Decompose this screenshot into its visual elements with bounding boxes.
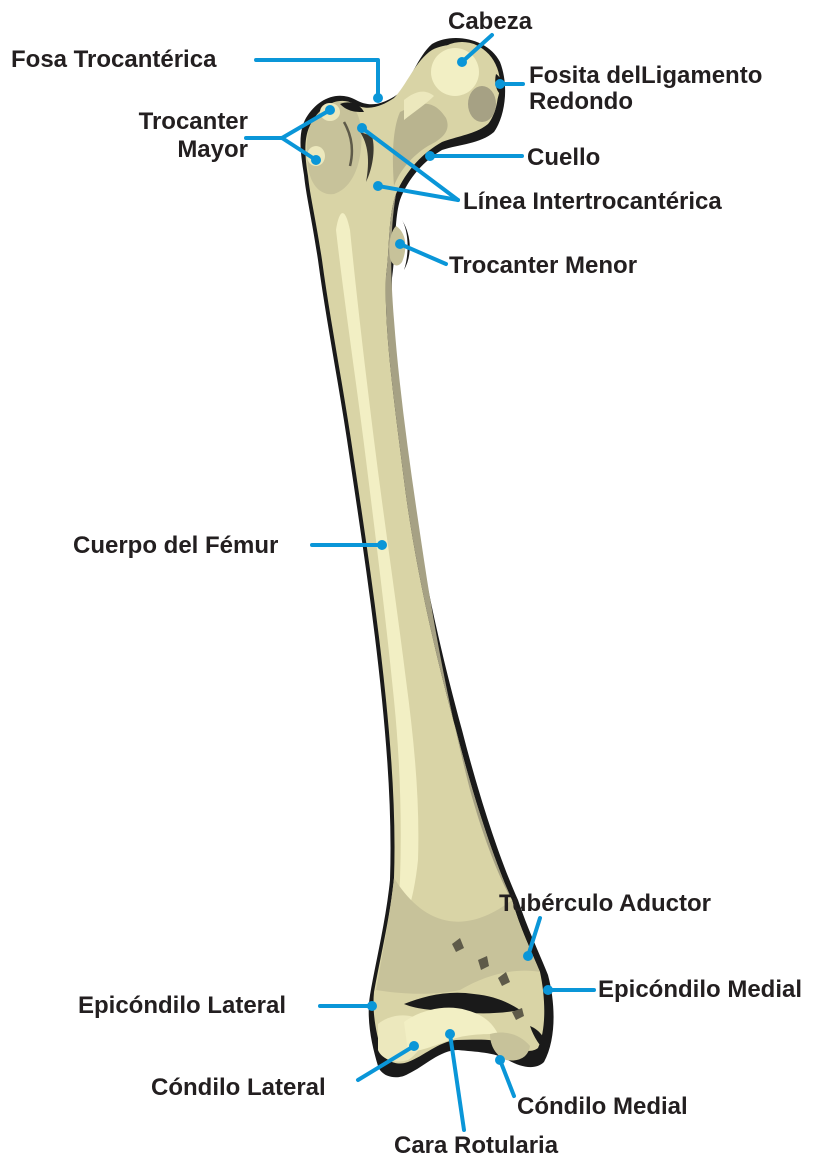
leader-condilo-medial bbox=[500, 1060, 514, 1096]
label-trocanter-menor: Trocanter Menor bbox=[449, 252, 637, 279]
label-linea-intertrocanterica: Línea Intertrocantérica bbox=[463, 188, 722, 215]
label-condilo-medial: Cóndilo Medial bbox=[517, 1093, 688, 1120]
label-epicondilo-medial: Epicóndilo Medial bbox=[598, 976, 802, 1003]
femoral-head-shade bbox=[468, 86, 496, 122]
leader-dot-condilo-medial bbox=[495, 1055, 505, 1065]
leader-dot-trocanter-menor bbox=[395, 239, 405, 249]
label-fosita-ligamento-line2: Redondo bbox=[529, 88, 633, 115]
leader-dot-linea-intertroc-lower bbox=[373, 181, 383, 191]
label-trocanter-mayor-line1: Trocanter bbox=[139, 108, 248, 135]
leader-dot-fosa-trocanterica bbox=[373, 93, 383, 103]
label-trocanter-mayor-line2: Mayor bbox=[177, 136, 248, 163]
leader-dot-cuerpo-femur bbox=[377, 540, 387, 550]
label-cabeza: Cabeza bbox=[448, 8, 533, 35]
leader-dot-cabeza bbox=[457, 57, 467, 67]
leader-dot-epicondilo-medial bbox=[543, 985, 553, 995]
leader-fosa-trocanterica bbox=[256, 60, 378, 98]
leader-dot-tuberculo-aductor bbox=[523, 951, 533, 961]
label-condilo-lateral: Cóndilo Lateral bbox=[151, 1074, 326, 1101]
label-epicondilo-lateral: Epicóndilo Lateral bbox=[78, 992, 286, 1019]
leader-dot-linea-intertroc-upper bbox=[357, 123, 367, 133]
label-cuerpo-femur: Cuerpo del Fémur bbox=[73, 532, 278, 559]
leader-dot-trocanter-mayor-lower bbox=[311, 155, 321, 165]
label-fosa-trocanterica: Fosa Trocantérica bbox=[11, 46, 217, 73]
label-cara-rotularia: Cara Rotularia bbox=[394, 1132, 559, 1159]
label-cuello: Cuello bbox=[527, 144, 600, 171]
label-tuberculo-aductor: Tubérculo Aductor bbox=[499, 890, 711, 917]
leader-dot-cara-rotularia bbox=[445, 1029, 455, 1039]
leader-dot-condilo-lateral bbox=[409, 1041, 419, 1051]
leader-dot-fosita-ligamento bbox=[495, 79, 505, 89]
leader-dot-trocanter-mayor-upper bbox=[325, 105, 335, 115]
leader-dot-cuello bbox=[425, 151, 435, 161]
leader-dot-epicondilo-lateral bbox=[367, 1001, 377, 1011]
label-fosita-ligamento-line1: Fosita delLigamento bbox=[529, 62, 762, 89]
